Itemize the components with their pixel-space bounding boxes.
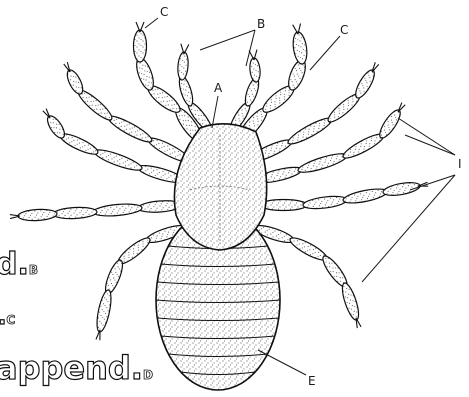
chelicera-right-segment [249, 58, 261, 83]
leg-left-4-segment [94, 289, 114, 333]
leg-left-1-segment [64, 68, 86, 96]
overlay-fragment-1-suffix: B [29, 263, 38, 277]
leg-right-4-segment [339, 281, 362, 321]
leg-left-3-segment [93, 202, 143, 217]
leg-right-1-segment [286, 114, 335, 148]
leg-left-3-segment [18, 208, 58, 221]
callout-label-b: B [257, 17, 265, 31]
leg-right-2-tip [398, 103, 405, 112]
pedipalp-right-segment [291, 31, 308, 65]
leg-left-2-segment [92, 146, 144, 174]
leg-right-3-segment [302, 194, 347, 210]
leg-right-3-segment [382, 180, 421, 198]
leg-right-1-tip [372, 62, 379, 72]
overlay-fragment-3-suffix: D [143, 368, 153, 382]
leg-right-3 [260, 180, 428, 210]
leg-left-3 [10, 199, 183, 221]
callout-label-c-right: C [340, 23, 348, 37]
callout-label-a: A [214, 81, 223, 95]
overlay-fragment-1: d.B [0, 250, 38, 280]
leg-left-2-segment [44, 113, 67, 140]
carapace [174, 124, 266, 250]
leg-left-4-segment [102, 258, 126, 296]
leg-right-4-tip [356, 318, 361, 328]
chelicera-left-segment [177, 75, 196, 108]
callout-label-c-left: C [160, 5, 168, 19]
overlay-fragment-2-suffix: C [6, 313, 15, 327]
overlay-fragment-3-text: append. [0, 349, 143, 387]
leg-right-3-segment [260, 200, 307, 211]
pedipalp-left-segment [134, 30, 147, 62]
leg-right-1-segment [352, 68, 378, 101]
overlay-fragment-1-text: d. [0, 247, 29, 282]
leg-left-3-segment [53, 206, 98, 219]
overlay-fragment-3: append.D [0, 352, 153, 384]
leg-right-3-segment [342, 186, 388, 206]
leg-left-1-tip [64, 62, 70, 72]
chelicera-left-segment [177, 52, 189, 81]
leg-right-2-segment [296, 150, 348, 176]
leg-left-1-segment [106, 112, 155, 146]
pedipalp-right-segment [285, 58, 309, 92]
pedipalp-left [133, 22, 206, 145]
pedipalp-left-segment [133, 56, 157, 92]
overlay-fragment-2: .C [0, 307, 15, 329]
callout-label-i: I [458, 157, 462, 171]
leg-left-2-tip [43, 109, 50, 118]
callout-label-e: E [308, 374, 316, 388]
leg-right-2-segment [376, 107, 403, 140]
